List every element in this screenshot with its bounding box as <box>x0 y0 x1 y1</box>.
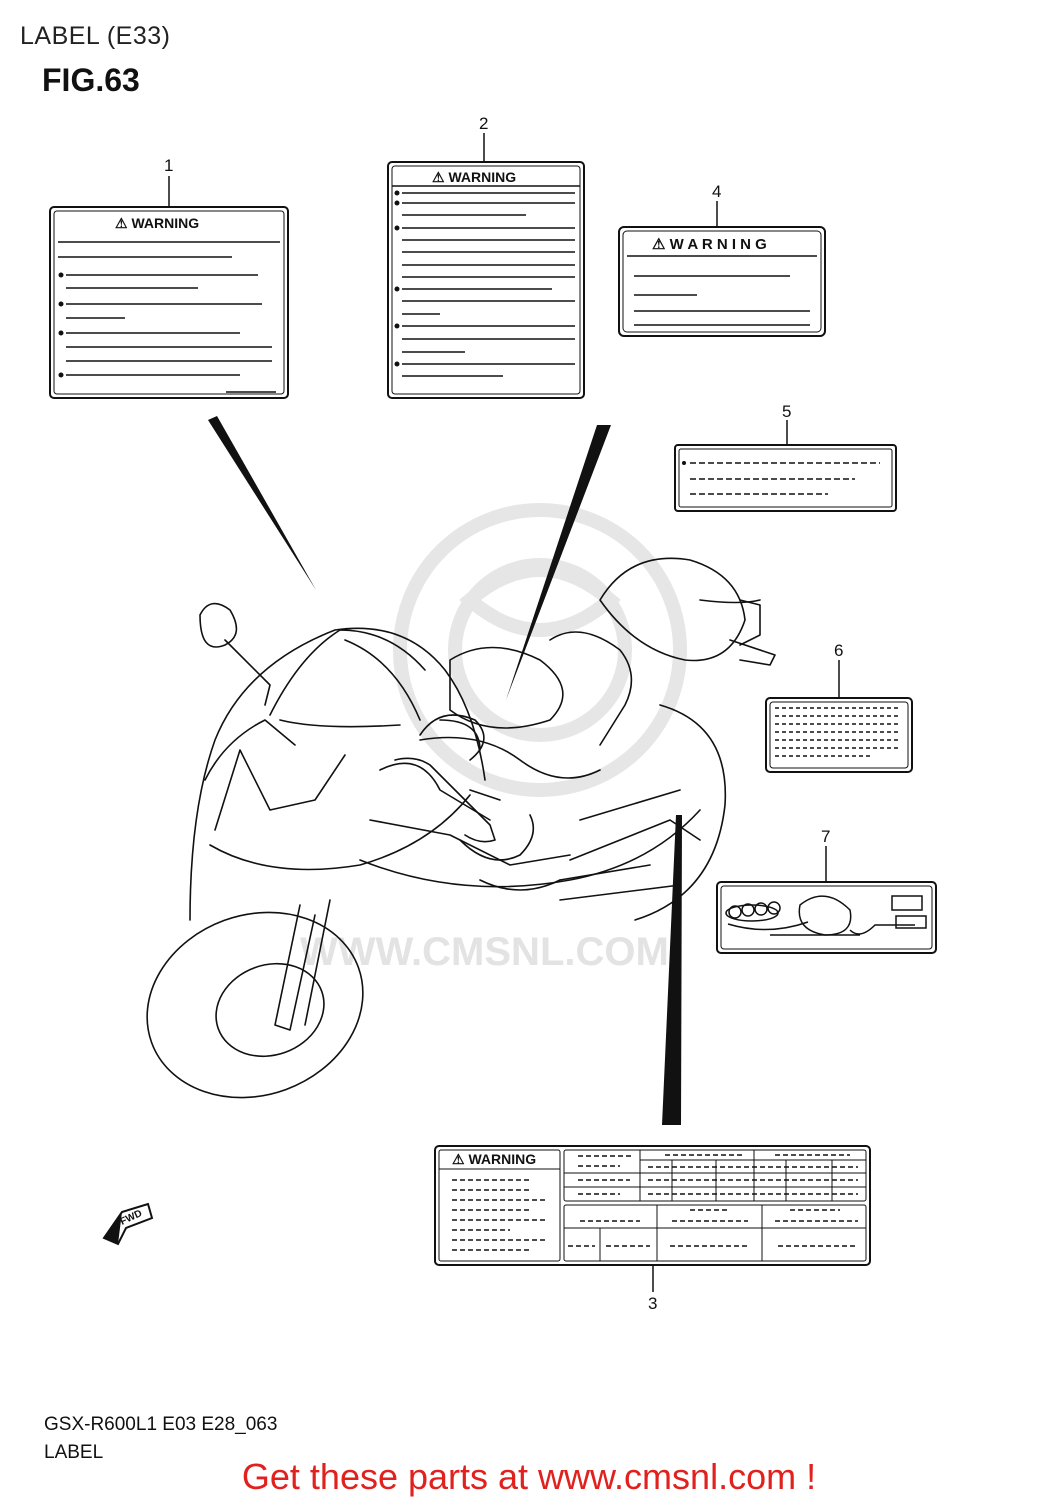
callout-6: 6 <box>834 641 843 660</box>
callout-7: 7 <box>821 827 830 846</box>
label-4[interactable] <box>618 226 826 337</box>
diagram-section-name: LABEL <box>44 1442 104 1463</box>
figure-title: FIG.63 <box>42 62 140 98</box>
label-1-warning-text: ⚠ WARNING <box>115 215 199 231</box>
callout-3: 3 <box>648 1294 657 1313</box>
diagram-model-code: GSX-R600L1 E03 E28_063 <box>44 1414 278 1435</box>
fwd-arrow-icon: FWD <box>102 1202 154 1246</box>
motorcycle-illustration <box>146 557 776 1099</box>
label-7[interactable] <box>716 881 937 954</box>
label-4-warning-text: ⚠ W A R N I N G <box>652 236 767 253</box>
callout-4: 4 <box>712 182 721 201</box>
page-title: LABEL (E33) <box>20 22 171 50</box>
callout-2: 2 <box>479 114 488 133</box>
watermark-logo <box>393 503 687 797</box>
pointer-label-2 <box>506 425 611 700</box>
label-2-warning-text: ⚠ WARNING <box>432 169 516 185</box>
label-2[interactable] <box>387 161 585 399</box>
pointer-label-3 <box>662 815 682 1125</box>
label-6[interactable] <box>765 697 913 773</box>
pointer-label-1 <box>208 416 316 590</box>
callout-1: 1 <box>164 156 173 175</box>
label-5[interactable] <box>674 444 897 512</box>
label-1[interactable] <box>49 206 289 399</box>
label-3-warning-text: ⚠ WARNING <box>452 1151 536 1167</box>
callout-5: 5 <box>782 402 791 421</box>
promo-link[interactable]: Get these parts at www.cmsnl.com ! <box>241 1456 817 1497</box>
watermark-text: WWW.CMSNL.COM <box>300 930 669 974</box>
